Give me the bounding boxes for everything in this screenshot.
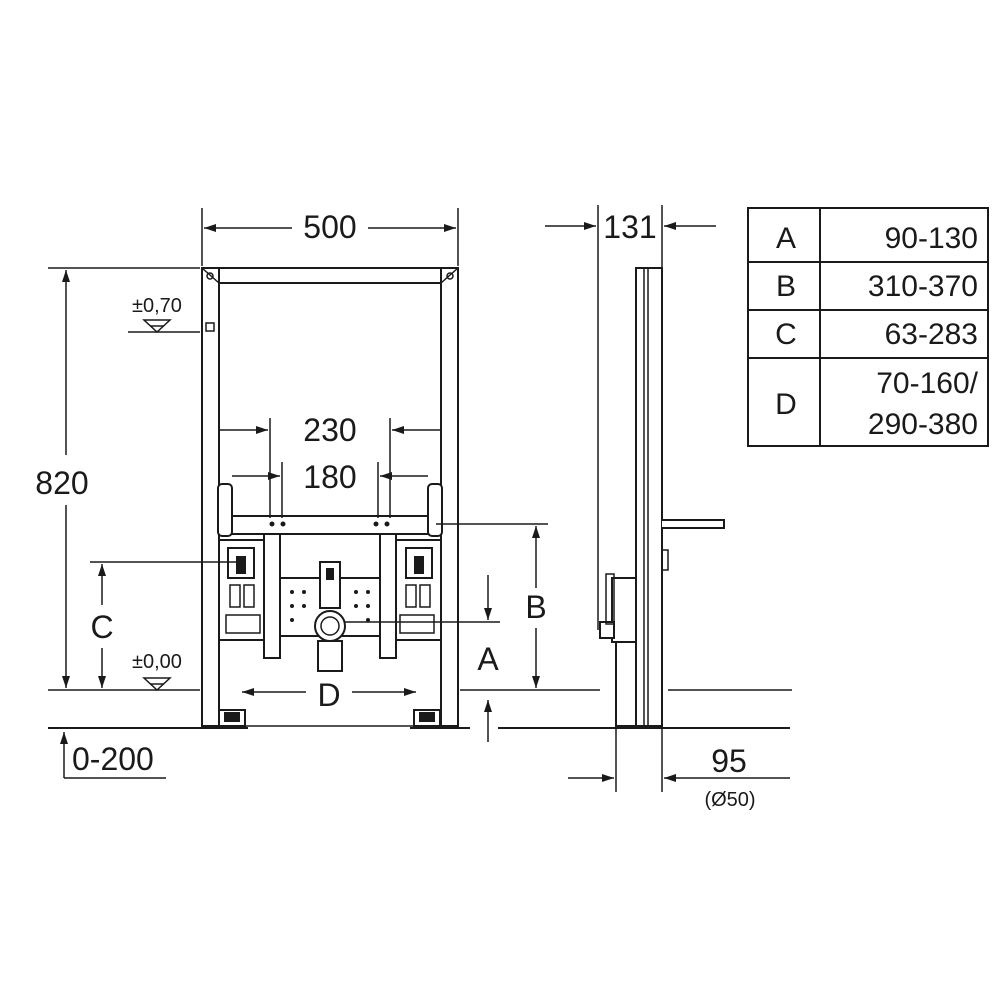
frame-feet [218,709,441,727]
table-value: 290-380 [868,408,978,441]
table-value: 310-370 [868,270,978,303]
dimension-width: 500 [201,208,459,266]
dimension-height: 820 [35,267,200,688]
front-view: 500 820 ±0,70 ±0,00 230 [35,208,790,779]
width-label: 500 [303,209,356,245]
side-frame [599,267,725,727]
dimension-b: B [436,523,548,688]
dimension-offset: 95 (Ø50) [568,728,790,811]
height-label: 820 [35,465,88,501]
bracket-right [394,539,442,641]
drain-pipe [314,561,346,672]
offset-label: 95 [711,743,747,779]
dimension-table: A 90-130 B 310-370 C 63-283 D 70-160/ 29… [747,207,989,447]
table-row: D 70-160/ 290-380 [775,367,978,441]
dim-a-label: A [477,641,499,677]
dim-c-label: C [90,609,113,645]
table-key: C [775,318,797,351]
dimension-floor: 0-200 [60,732,166,779]
table-key: A [776,222,796,255]
table-key: B [776,270,796,303]
dimension-a: A [344,575,500,742]
pipe-label: (Ø50) [704,789,755,811]
level-top-label: ±0,70 [132,295,182,317]
level-zero-label: ±0,00 [132,651,182,673]
dim-180-label: 180 [303,459,356,495]
table-row: C 63-283 [775,318,978,351]
table-row: B 310-370 [776,270,978,303]
side-view: 131 95 (Ø50) [545,205,792,811]
dimension-depth: 131 [545,205,716,630]
table-key: D [775,388,797,421]
level-top-marker: ±0,70 [128,295,200,334]
dim-b-label: B [525,589,546,625]
floor-label: 0-200 [72,741,154,777]
frame-outline [201,267,459,727]
dim-d-label: D [317,677,340,713]
dimension-d: D [242,677,416,713]
table-row: A 90-130 [776,222,978,255]
dimension-c: C [90,561,240,688]
level-zero-marker: ±0,00 [132,651,182,692]
depth-label: 131 [603,209,656,245]
bracket-left [218,539,266,641]
cross-bar [217,483,443,537]
table-value: 63-283 [885,318,978,351]
table-value: 70-160/ [876,367,978,400]
table-value: 90-130 [885,222,978,255]
floor-lines [48,689,790,729]
dim-230-label: 230 [303,412,356,448]
dimension-230: 230 [218,412,442,518]
vertical-studs [263,533,397,659]
dimension-180: 180 [232,459,428,518]
